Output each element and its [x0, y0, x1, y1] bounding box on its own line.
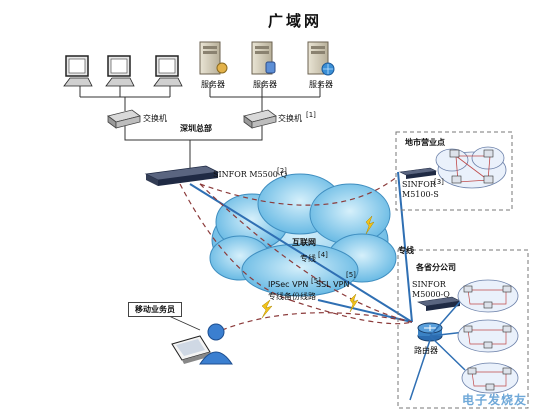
- server-icon: [307, 41, 335, 76]
- server-icon: [251, 41, 276, 75]
- city-appliance-icon: [398, 167, 438, 179]
- city-device-label: SINFOR: [402, 180, 436, 189]
- watermark: 电子发烧友: [461, 393, 527, 407]
- dedicated-line-label: 专线: [398, 246, 414, 255]
- city-device-label: M5100-S: [402, 190, 439, 199]
- reference-mark: [4]: [318, 251, 328, 259]
- prov-lan-links: [467, 289, 507, 387]
- workstation-icon: [63, 55, 93, 87]
- city-office-label: 地市营业点: [405, 138, 445, 147]
- backup-line-label: 专线备份线路: [268, 292, 316, 301]
- server-icon: [199, 41, 228, 75]
- hq-lan-wiring: [79, 82, 321, 168]
- router-label: 路由器: [414, 346, 438, 355]
- workstation-icon: [105, 55, 135, 87]
- backup-vpn-lines: [179, 175, 413, 331]
- reference-mark: [5]: [311, 277, 321, 285]
- city-office-box: [395, 131, 513, 211]
- prov-pcs: [463, 285, 512, 391]
- city-pcs: [449, 149, 494, 184]
- prov-lan-clouds: [457, 279, 519, 394]
- server-label: 服务器: [201, 80, 225, 89]
- ssl-label: SSL VPN: [316, 280, 350, 289]
- internet-label: 互联网: [292, 238, 316, 247]
- hq-label: 深圳总部: [180, 124, 212, 133]
- hq-device-label: SINFOR M5500-Q: [213, 170, 288, 179]
- mobile-staff-label: 移动业务员: [128, 302, 182, 317]
- ipsec-label: IPSec VPN: [268, 280, 309, 289]
- laptop-icon: [171, 335, 212, 364]
- internet-cloud: [209, 173, 397, 297]
- reference-mark: [2]: [277, 167, 287, 175]
- provincial-box: [397, 249, 529, 409]
- switch-icon: [107, 109, 141, 129]
- reference-mark: [5]: [346, 271, 356, 279]
- reference-mark: [1]: [306, 111, 316, 119]
- prov-uplinks: [409, 295, 466, 401]
- dedicated-line-label: 专线: [300, 254, 316, 263]
- switch-label: 交换机: [278, 114, 302, 123]
- workstation-icon: [153, 55, 183, 87]
- prov-device-label: SINFOR: [412, 280, 446, 289]
- page-title: 广域网: [268, 12, 323, 30]
- reference-mark: [3]: [434, 178, 444, 186]
- dedicated-lines: [189, 171, 413, 323]
- provincial-label: 各省分公司: [416, 263, 456, 272]
- switch-label: 交换机: [143, 114, 167, 123]
- lightning-icon: [261, 215, 375, 319]
- switch-icon: [243, 109, 277, 129]
- server-label: 服务器: [309, 80, 333, 89]
- prov-device-label: M5000-Q: [412, 290, 450, 299]
- user-icon: [199, 323, 233, 365]
- hq-appliance-icon: [144, 165, 220, 186]
- server-label: 服务器: [253, 80, 277, 89]
